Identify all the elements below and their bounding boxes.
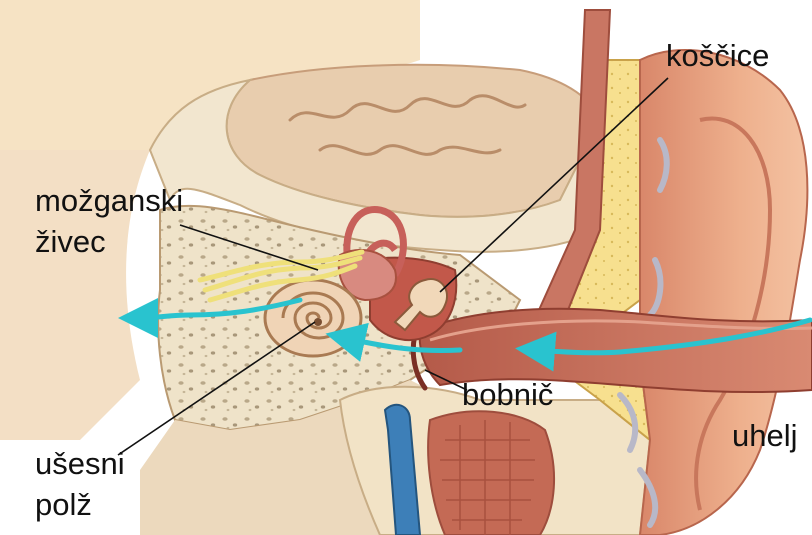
label-eardrum: bobnič bbox=[462, 377, 553, 413]
label-nerve-line2: živec bbox=[35, 224, 106, 260]
pinna bbox=[640, 50, 807, 535]
label-nerve-line1: možganski bbox=[35, 183, 183, 219]
label-ossicles: koščice bbox=[666, 38, 769, 74]
cochlea bbox=[265, 280, 361, 356]
parotid-tissue bbox=[428, 411, 554, 535]
label-cochlea-line1: ušesni bbox=[35, 446, 125, 482]
label-cochlea-line2: polž bbox=[35, 487, 92, 523]
label-pinna: uhelj bbox=[732, 418, 798, 454]
